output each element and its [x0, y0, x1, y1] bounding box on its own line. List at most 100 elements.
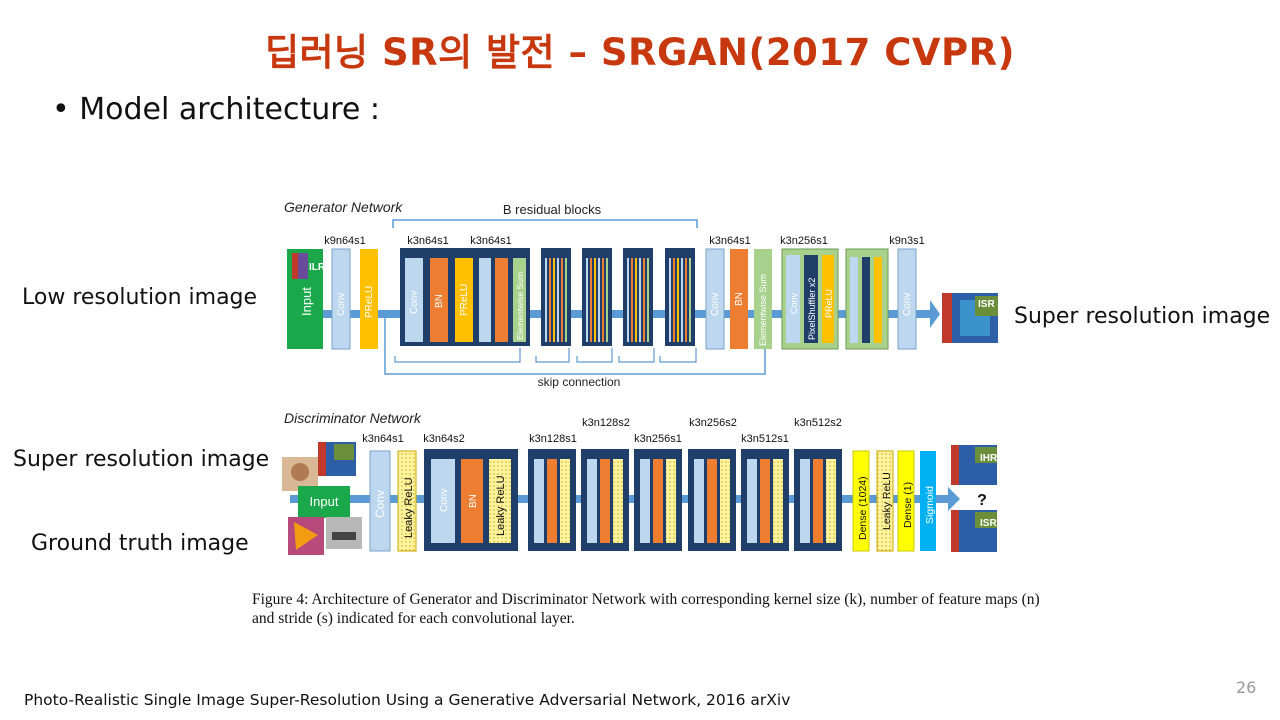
architecture-figure: Generator Network B residual blocks skip…: [282, 199, 998, 555]
label-ground-truth-image: Ground truth image: [31, 531, 249, 556]
disc-question-mark: ?: [977, 492, 987, 509]
residual-block-4: [623, 248, 653, 346]
discriminator-arrow-head: [948, 487, 960, 511]
generator-title: Generator Network: [284, 199, 403, 215]
disc-block-5: [688, 449, 736, 551]
disc-param-high-1: k3n128s2: [582, 417, 630, 429]
label-super-resolution-output: Super resolution image: [1014, 304, 1271, 329]
gen-bn-2-label: BN: [734, 292, 745, 306]
gen-param-6: k9n3s1: [889, 235, 924, 247]
res1-prelu: [455, 258, 473, 342]
disc-sr-tag: ISR: [980, 518, 997, 529]
gen-conv-2: [705, 248, 725, 350]
gen-param-5: k3n256s1: [780, 235, 828, 247]
disc-input-block: [298, 486, 350, 518]
res1-prelu-label: PReLU: [459, 284, 470, 316]
disc-hr-image: [951, 445, 997, 485]
gen-conv-final-label: Conv: [902, 293, 913, 316]
gen-param-4: k3n64s1: [709, 235, 751, 247]
up1-pixel-shuffler: [804, 255, 818, 343]
disc-butterfly-thumbnail: [288, 517, 324, 555]
discriminator-title: Discriminator Network: [284, 410, 422, 426]
res1-sum-label: Elementwise Sum: [515, 272, 525, 340]
disc-dense-1-label: Dense (1): [902, 482, 914, 528]
disc-hr-tag: IHR: [980, 453, 998, 464]
generator-arrow-head: [930, 300, 940, 328]
disc-param-1: k3n64s1: [362, 433, 404, 445]
up1-pixel-shuffler-label: PixelShuffler x2: [807, 278, 817, 340]
disc-block-4: [634, 449, 682, 551]
db1-bn-label: BN: [468, 494, 479, 508]
sr-output-image: [942, 293, 998, 343]
disc-block-3: [581, 449, 629, 551]
figure-caption: Figure 4: Architecture of Generator and …: [252, 591, 1040, 627]
disc-input-label: Input: [310, 494, 339, 509]
residual-skip-2: [535, 348, 570, 363]
gen-param-3: k3n64s1: [470, 235, 512, 247]
residual-block-2: [541, 248, 571, 346]
gen-conv-2-label: Conv: [710, 293, 721, 316]
up2-prelu: [874, 257, 882, 343]
gen-conv-1-label: Conv: [336, 293, 347, 316]
db1-bn: [461, 459, 483, 543]
paper-reference: Photo-Realistic Single Image Super-Resol…: [24, 691, 791, 709]
disc-leaky-1-label: Leaky ReLU: [403, 477, 415, 538]
disc-sr-image: [951, 510, 997, 552]
residual-skip-1: [394, 348, 521, 363]
res1-bn-a-label: BN: [434, 294, 445, 308]
gen-sum-2-label: Elementwise Sum: [758, 274, 768, 346]
disc-bird-thumbnail: [326, 517, 362, 549]
db1-leaky-label: Leaky ReLU: [495, 475, 507, 536]
disc-conv-1: [369, 450, 391, 552]
disc-sr-thumbnail: [318, 442, 356, 476]
up1-conv: [786, 255, 800, 343]
res1-conv-a-label: Conv: [409, 291, 420, 314]
gen-conv-final: [897, 248, 917, 350]
page-number: 26: [1236, 678, 1257, 697]
residual-blocks-label: B residual blocks: [503, 202, 602, 217]
disc-param-3: k3n128s1: [529, 433, 577, 445]
db1-conv: [431, 459, 455, 543]
gen-prelu-1: [360, 249, 378, 349]
residual-skip-3: [576, 348, 613, 363]
gen-bn-2: [730, 249, 748, 349]
lr-tag: ILR: [309, 262, 326, 273]
gen-conv-1: [331, 248, 351, 350]
bullet-model-architecture: • Model architecture :: [52, 92, 381, 127]
up1-prelu: [822, 255, 834, 343]
disc-param-5: k3n512s1: [741, 433, 789, 445]
disc-dense-1: [897, 450, 915, 552]
db1-conv-label: Conv: [439, 489, 450, 512]
disc-dense-1024: [852, 450, 870, 552]
res1-conv-b: [479, 258, 491, 342]
disc-param-4: k3n256s1: [634, 433, 682, 445]
disc-face-thumbnail: [282, 457, 318, 491]
res1-bn-a: [430, 258, 448, 342]
disc-block-2: [528, 449, 576, 551]
db1-leaky: [489, 459, 511, 543]
label-low-resolution-image: Low resolution image: [22, 285, 258, 310]
up2-conv: [850, 257, 858, 343]
residual-skip-4: [618, 348, 655, 363]
disc-param-high-2: k3n256s2: [689, 417, 737, 429]
slide-title: 딥러닝 SR의 발전 – SRGAN(2017 CVPR): [264, 31, 1016, 74]
residual-block-3: [582, 248, 612, 346]
gen-sum-2: [754, 249, 772, 349]
disc-block-7: [794, 449, 842, 551]
disc-leaky-2-label: Leaky ReLU: [881, 472, 893, 530]
generator-input-label: Input: [299, 287, 314, 316]
residual-brace: [392, 219, 698, 228]
disc-sigmoid: [920, 451, 936, 551]
res1-sum: [513, 258, 526, 342]
disc-sigmoid-label: Sigmoid: [924, 486, 936, 524]
lr-thumbnail-red: [292, 253, 298, 279]
disc-param-2: k3n64s2: [423, 433, 465, 445]
label-super-resolution-input: Super resolution image: [13, 447, 270, 472]
up1-conv-label: Conv: [789, 292, 799, 314]
gen-param-1: k9n64s1: [324, 235, 366, 247]
disc-param-high-3: k3n512s2: [794, 417, 842, 429]
up1-prelu-label: PReLU: [824, 289, 834, 318]
gen-param-2: k3n64s1: [407, 235, 449, 247]
disc-block-6: [741, 449, 789, 551]
up2-pixel-shuffler: [862, 257, 870, 343]
